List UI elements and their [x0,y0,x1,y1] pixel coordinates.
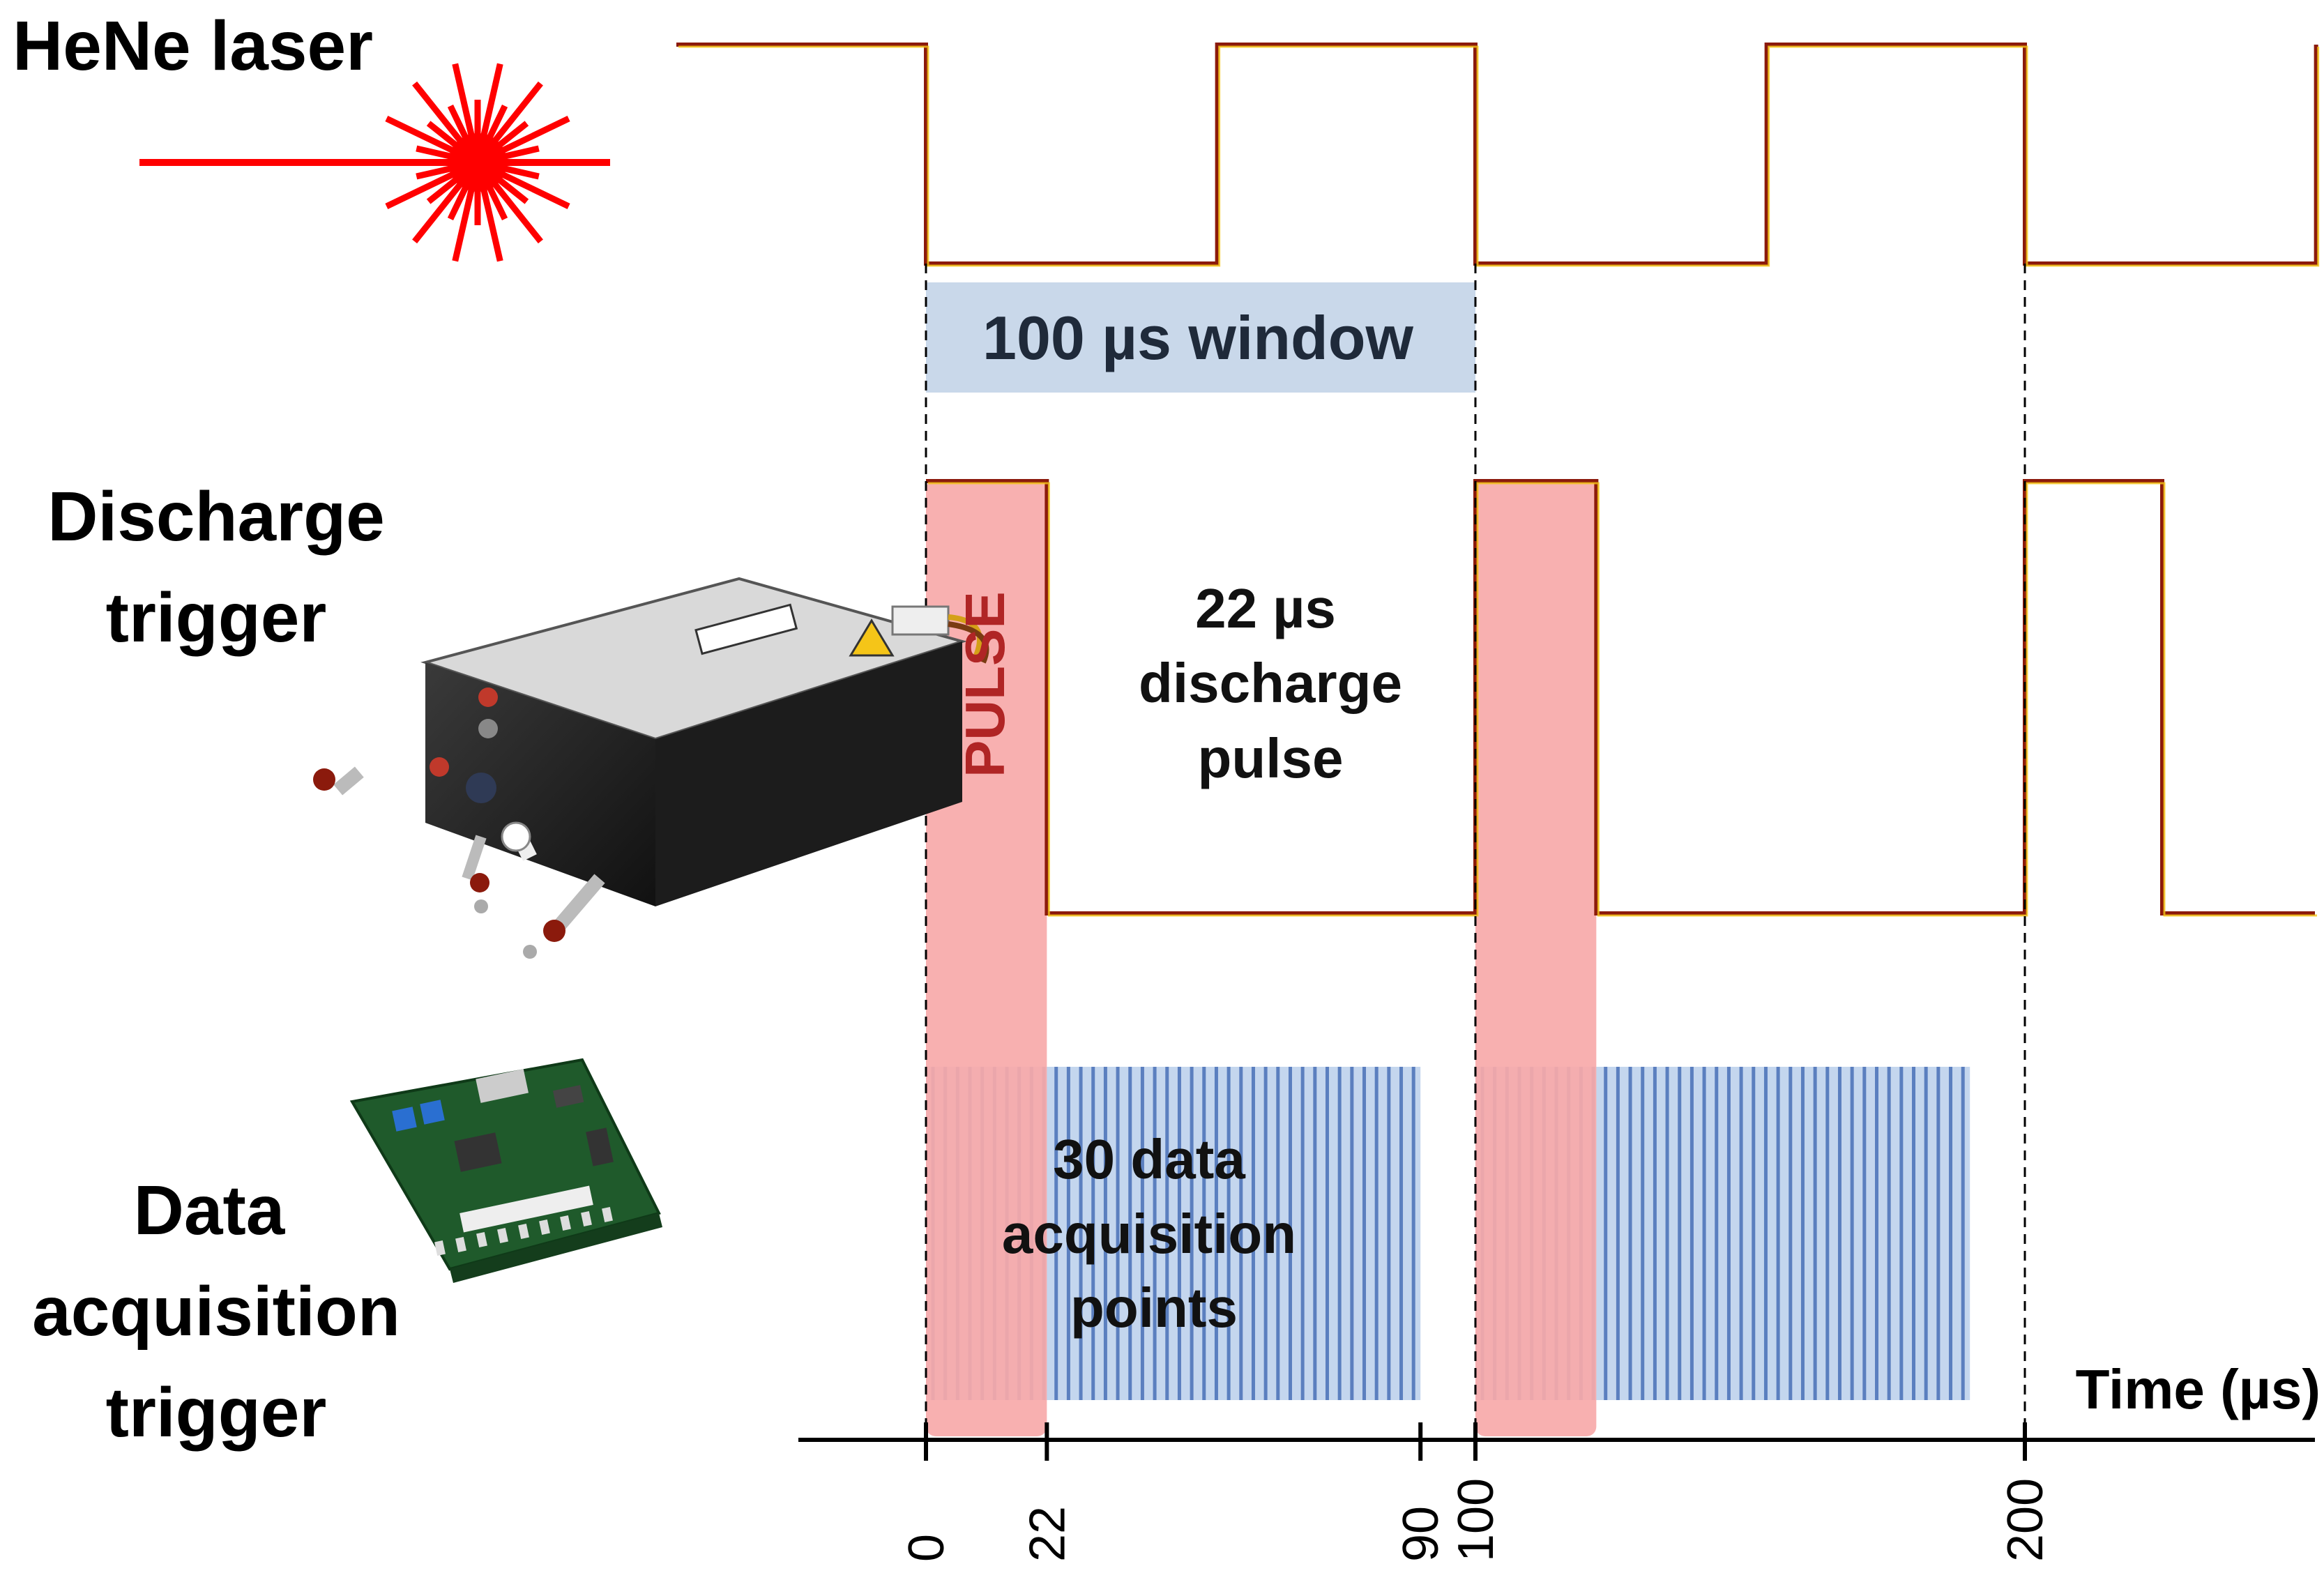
label-discharge-line2: trigger [106,579,327,657]
discharge-annotation-line3: pulse [1198,727,1344,789]
tick-label-0: 0 [899,1534,955,1562]
discharge-signal-highlight [928,482,2317,917]
pulse-vertical-label: PULSE [954,591,1016,777]
window-band [926,282,1475,393]
discharge-signal [926,479,2315,915]
label-daq-line3: trigger [106,1374,327,1452]
tick-label-100: 100 [1448,1478,1504,1562]
laser-core [448,133,507,192]
daq-annotation-line2: acquisition [1002,1203,1296,1265]
daq-annotation-line3: points [1070,1277,1238,1339]
fpga-board-icon [349,1058,662,1283]
label-hene-laser: HeNe laser [13,7,373,85]
dashed-guides [925,264,2026,1440]
hene-laser-signal-highlight [678,45,2320,267]
high-voltage-power-supply-icon [313,577,989,959]
laser-starburst-icon [139,63,610,262]
background-regions [926,282,1970,1436]
daq-annotation-line1: 30 data [1053,1128,1245,1190]
label-discharge-line1: Discharge [47,478,385,556]
label-daq-line2: acquisition [32,1272,400,1351]
tick-label-200: 200 [1998,1478,2053,1562]
discharge-annotation-line1: 22 µs [1195,577,1336,639]
window-label: 100 µs window [982,303,1414,372]
hene-laser-signal [676,43,2318,266]
pulse-block-1 [1475,480,1597,1436]
discharge-annotation-line2: discharge [1139,652,1402,714]
axis-title: Time (µs) [2076,1358,2321,1420]
tick-label-90: 90 [1393,1506,1449,1562]
tick-label-22: 22 [1019,1506,1075,1562]
label-daq-line1: Data [134,1171,286,1249]
